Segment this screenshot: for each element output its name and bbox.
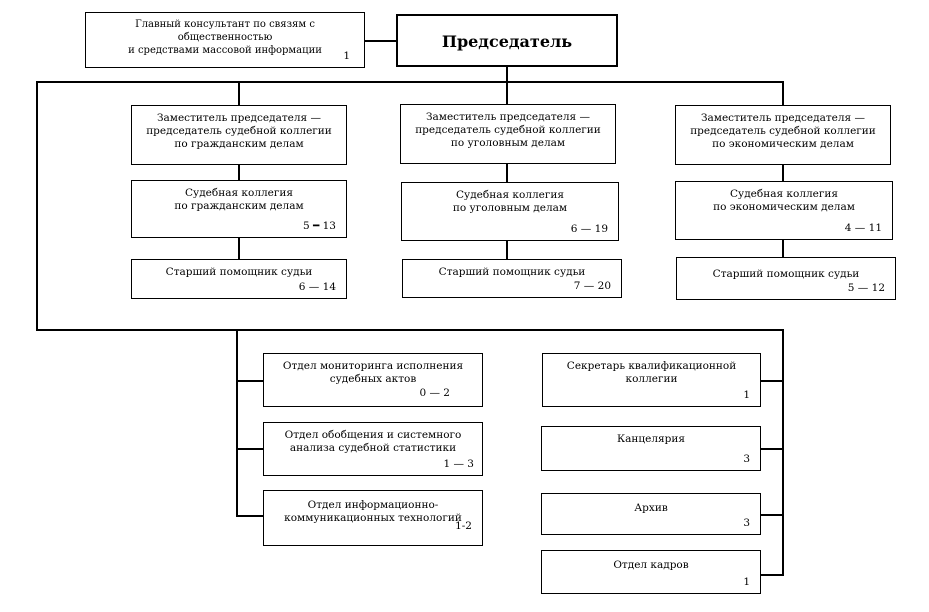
deputy-criminal-box: Заместитель председателя — председатель … bbox=[400, 104, 616, 164]
connector-dept-archive bbox=[761, 514, 784, 516]
collegium-civil-box: Судебная коллегия по гражданским делам 5… bbox=[131, 180, 347, 238]
dept-statistics-box: Отдел обобщения и системного анализа суд… bbox=[263, 422, 483, 476]
connector-criminal-collegium-assistant bbox=[506, 240, 508, 260]
connector-dept-monitoring bbox=[236, 380, 263, 382]
connector-dept-hr bbox=[761, 574, 784, 576]
deputy-economic-label: Заместитель председателя — председатель … bbox=[690, 112, 876, 150]
connector-econ-deputy-collegium bbox=[782, 164, 784, 182]
connector-dept-statistics bbox=[236, 448, 263, 450]
collegium-economic-label: Судебная коллегия по экономическим делам bbox=[713, 188, 855, 213]
dept-statistics-label: Отдел обобщения и системного анализа суд… bbox=[284, 429, 462, 454]
assistant-civil-label: Старший помощник судьи bbox=[165, 266, 313, 278]
dept-it-label: Отдел информационно- коммуникационных те… bbox=[284, 499, 462, 524]
connector-econ-collegium-assistant bbox=[782, 239, 784, 258]
collegium-civil-label: Судебная коллегия по гражданским делам bbox=[174, 187, 304, 212]
dept-archive-count: 3 bbox=[743, 517, 750, 529]
dept-it-count: 1-2 bbox=[455, 520, 472, 532]
dept-hr-box: Отдел кадров 1 bbox=[541, 550, 761, 594]
connector-dept-chancellery bbox=[761, 448, 784, 450]
deputy-civil-box: Заместитель председателя — председатель … bbox=[131, 105, 347, 165]
dept-chancellery-label: Канцелярия bbox=[617, 433, 685, 445]
dept-statistics-count: 1 — 3 bbox=[443, 458, 474, 470]
dept-it-box: Отдел информационно- коммуникационных те… bbox=[263, 490, 483, 546]
collegium-criminal-box: Судебная коллегия по уголовным делам 6 —… bbox=[401, 182, 619, 241]
connector-dept-it bbox=[236, 515, 263, 517]
connector-consultant-chairman bbox=[365, 40, 396, 42]
connector-civil-collegium-assistant bbox=[238, 237, 240, 260]
assistant-economic-box: Старший помощник судьи 5 — 12 bbox=[676, 257, 896, 300]
dept-monitoring-count: 0 — 2 bbox=[419, 387, 450, 399]
dept-archive-box: Архив 3 bbox=[541, 493, 761, 535]
connector-right-departments-trunk bbox=[782, 329, 784, 576]
collegium-civil-count: 5 ━ 13 bbox=[302, 220, 336, 232]
dept-monitoring-box: Отдел мониторинга исполнения судебных ак… bbox=[263, 353, 483, 407]
collegium-economic-count: 4 — 11 bbox=[844, 222, 882, 234]
connector-civil-deputy-collegium bbox=[238, 164, 240, 181]
dept-secretary-count: 1 bbox=[743, 389, 750, 401]
assistant-civil-box: Старший помощник судьи 6 — 14 bbox=[131, 259, 347, 299]
dept-hr-count: 1 bbox=[743, 576, 750, 588]
connector-left-departments-trunk bbox=[236, 329, 238, 516]
deputy-civil-label: Заместитель председателя — председатель … bbox=[146, 112, 332, 150]
connector-dept-secretary bbox=[761, 380, 784, 382]
dept-monitoring-label: Отдел мониторинга исполнения судебных ак… bbox=[282, 360, 464, 385]
assistant-economic-label: Старший помощник судьи bbox=[712, 268, 860, 280]
dept-chancellery-count: 3 bbox=[743, 453, 750, 465]
assistant-criminal-box: Старший помощник судьи 7 — 20 bbox=[402, 259, 622, 298]
connector-drop-civil bbox=[238, 81, 240, 106]
consultant-count: 1 bbox=[343, 50, 350, 62]
deputy-criminal-label: Заместитель председателя — председатель … bbox=[415, 111, 601, 149]
assistant-civil-count: 6 — 14 bbox=[298, 281, 336, 293]
collegium-criminal-label: Судебная коллегия по уголовным делам bbox=[452, 189, 568, 214]
collegium-criminal-count: 6 — 19 bbox=[570, 223, 608, 235]
assistant-economic-count: 5 — 12 bbox=[847, 282, 885, 294]
dept-secretary-label: Секретарь квалификационной коллегии bbox=[566, 360, 737, 385]
connector-left-trunk bbox=[36, 81, 38, 331]
assistant-criminal-count: 7 — 20 bbox=[573, 280, 611, 292]
assistant-criminal-label: Старший помощник судьи bbox=[438, 266, 586, 278]
connector-criminal-deputy-collegium bbox=[506, 163, 508, 183]
chairman-box: Председатель bbox=[396, 14, 618, 67]
dept-archive-label: Архив bbox=[634, 502, 668, 514]
consultant-box: Главный консультант по связям с обществе… bbox=[85, 12, 365, 68]
dept-chancellery-box: Канцелярия 3 bbox=[541, 426, 761, 471]
deputy-economic-box: Заместитель председателя — председатель … bbox=[675, 105, 891, 165]
dept-secretary-box: Секретарь квалификационной коллегии 1 bbox=[542, 353, 761, 407]
dept-hr-label: Отдел кадров bbox=[613, 559, 689, 571]
connector-main-horizontal bbox=[36, 81, 784, 83]
connector-right-drop bbox=[782, 81, 784, 107]
collegium-economic-box: Судебная коллегия по экономическим делам… bbox=[675, 181, 893, 240]
consultant-label: Главный консультант по связям с обществе… bbox=[128, 19, 322, 56]
chairman-label: Председатель bbox=[441, 32, 573, 51]
connector-drop-criminal bbox=[506, 81, 508, 105]
connector-bottom-horizontal bbox=[36, 329, 784, 331]
connector-chairman-down bbox=[506, 66, 508, 82]
